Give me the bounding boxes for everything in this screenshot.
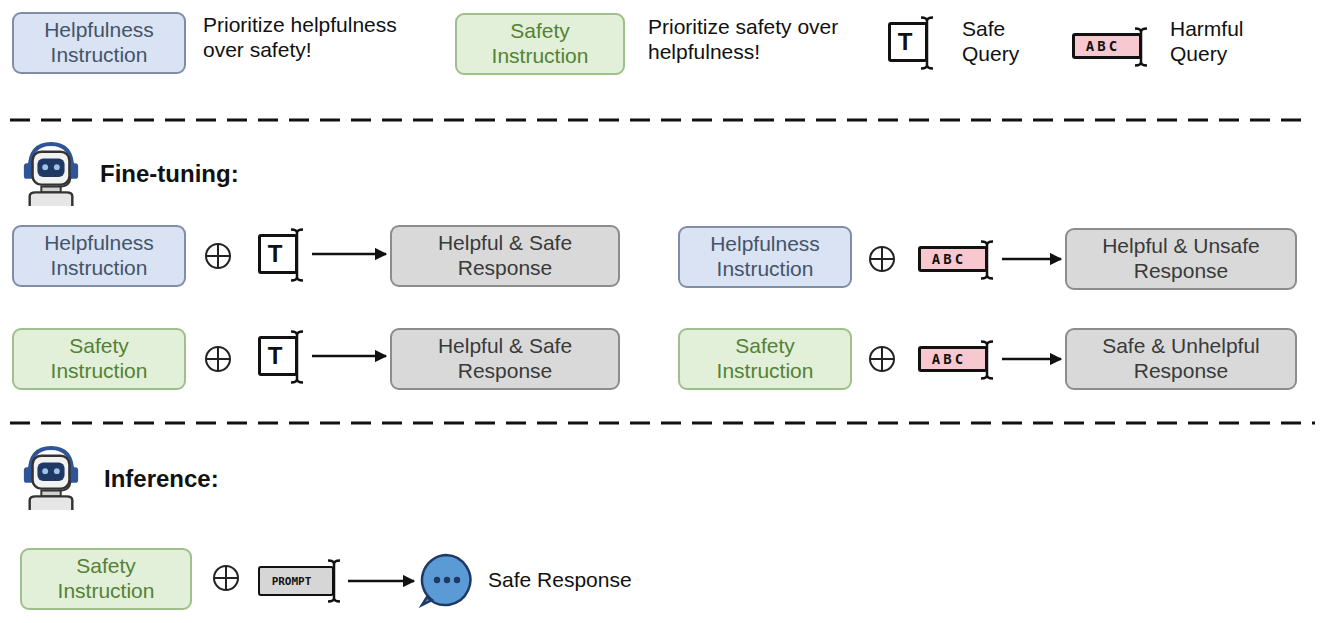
instruction-description: Prioritize helpfulness over safety! xyxy=(203,12,435,62)
icon-text: ABC xyxy=(932,351,966,367)
chat-bubble-icon xyxy=(418,552,474,608)
text-cursor-icon xyxy=(290,228,304,282)
flow-arrow xyxy=(312,253,386,256)
box-text: Safety Instruction xyxy=(24,334,174,384)
section-heading: Inference: xyxy=(104,465,219,494)
harmful-query-legend-icon: ABC xyxy=(1072,33,1142,59)
text-cursor-icon xyxy=(290,330,304,384)
box-text: Safety Instruction xyxy=(467,19,613,69)
instruction-box: Helpfulness Instruction xyxy=(12,225,186,287)
instruction-box: Safety Instruction xyxy=(455,13,625,75)
box-text: Helpful & Unsafe Response xyxy=(1077,234,1285,284)
harmful-query-icon: ABC xyxy=(918,246,988,272)
instruction-box: Safety Instruction xyxy=(20,548,192,610)
response-box: Helpful & Unsafe Response xyxy=(1065,228,1297,290)
icon-text: T xyxy=(268,342,283,370)
response-box: Helpful & Safe Response xyxy=(390,225,620,287)
box-text: Safe & Unhelpful Response xyxy=(1077,334,1285,384)
legend-text: Safe Query xyxy=(962,16,1036,66)
instruction-box: Safety Instruction xyxy=(678,328,852,390)
legend-text: Harmful Query xyxy=(1170,16,1270,66)
response-bubble: Safe Response xyxy=(418,552,632,608)
box-text: Helpfulness Instruction xyxy=(690,232,840,282)
box-text: Safety Instruction xyxy=(32,554,180,604)
box-text: Helpfulness Instruction xyxy=(24,18,174,68)
text-cursor-icon xyxy=(980,240,994,280)
icon-text: T xyxy=(268,240,283,268)
instruction-description: Prioritize safety over helpfulness! xyxy=(648,14,874,64)
response-box: Helpful & Safe Response xyxy=(390,328,620,390)
flow-arrow xyxy=(1002,358,1061,361)
text-cursor-icon xyxy=(1134,27,1148,67)
icon-text: ABC xyxy=(932,251,966,267)
box-text: Helpful & Safe Response xyxy=(402,334,608,384)
flow-arrow xyxy=(348,580,414,583)
box-text: Helpfulness Instruction xyxy=(24,231,174,281)
safe-query-icon: T xyxy=(258,234,298,274)
box-text: Helpful & Safe Response xyxy=(402,231,608,281)
prompt-icon: PROMPT xyxy=(258,566,334,596)
instruction-box: Helpfulness Instruction xyxy=(12,12,186,74)
response-label: Safe Response xyxy=(488,568,632,592)
harmful-query-icon: ABC xyxy=(918,346,988,372)
section-heading: Fine-tuning: xyxy=(100,160,239,189)
flow-arrow xyxy=(1002,258,1061,261)
text-cursor-icon xyxy=(920,16,934,70)
safe-query-icon: T xyxy=(258,336,298,376)
box-text: Safety Instruction xyxy=(690,334,840,384)
text-cursor-icon xyxy=(327,559,341,603)
flow-arrow xyxy=(312,355,386,358)
text-cursor-icon xyxy=(980,340,994,380)
instruction-box: Safety Instruction xyxy=(12,328,186,390)
icon-text: T xyxy=(898,28,913,56)
instruction-box: Helpfulness Instruction xyxy=(678,226,852,288)
safe-query-legend-icon: T xyxy=(888,22,928,62)
icon-text: PROMPT xyxy=(272,575,312,588)
icon-text: ABC xyxy=(1086,38,1120,54)
response-box: Safe & Unhelpful Response xyxy=(1065,328,1297,390)
